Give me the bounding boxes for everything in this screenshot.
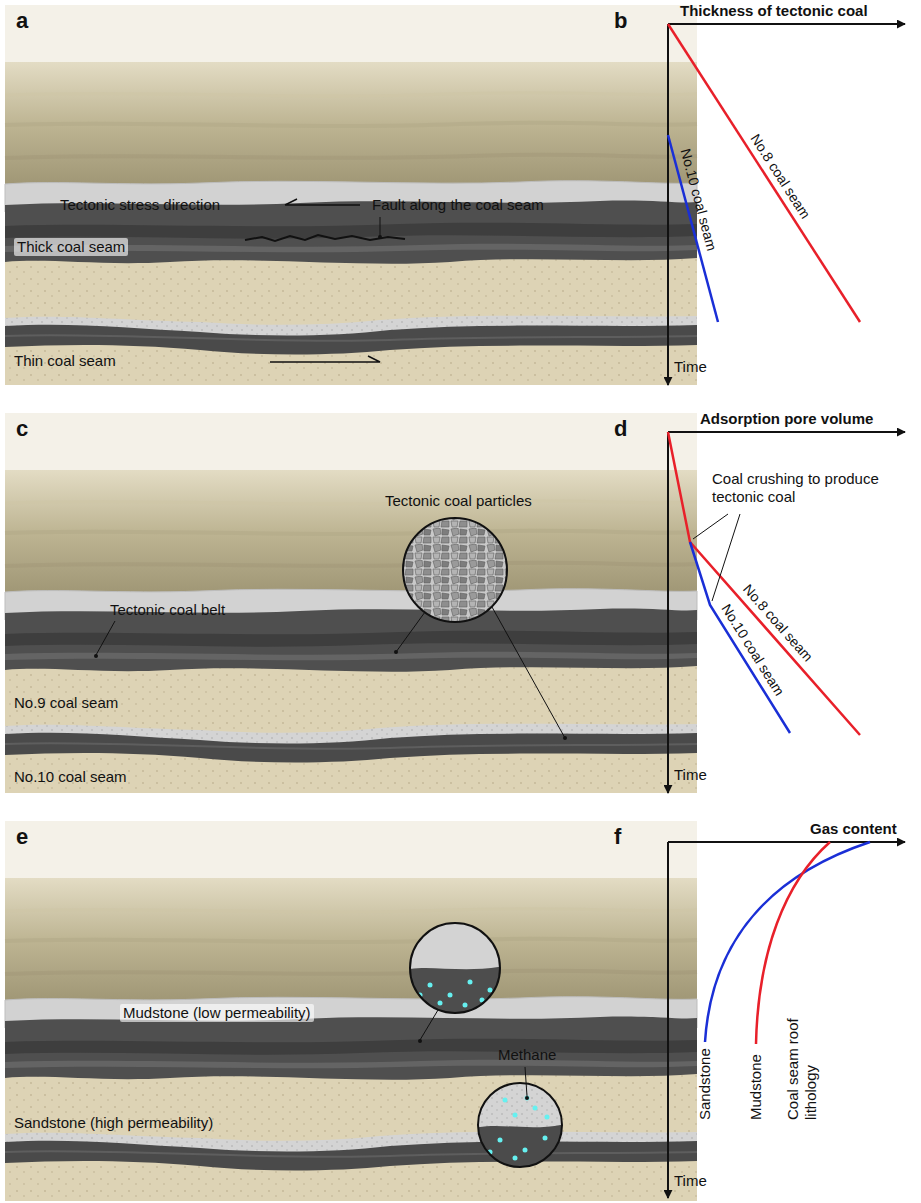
fault-line xyxy=(245,235,405,241)
callout-label: Fault along the coal seam xyxy=(372,196,544,214)
callout-label: Tectonic coal belt xyxy=(110,601,225,619)
axis-title: Thickness of tectonic coal xyxy=(680,2,868,20)
callout-label: Tectonic coal particles xyxy=(385,492,532,510)
strata-illustration xyxy=(5,5,697,385)
leader-line xyxy=(378,217,382,239)
panel-letter: c xyxy=(16,416,28,442)
layer-label: Mudstone (low permeability) xyxy=(120,1004,314,1022)
axis-title: Gas content xyxy=(810,820,897,838)
chart-axes xyxy=(668,24,905,1198)
panel-letter: d xyxy=(614,416,627,442)
sandstone-inset xyxy=(475,1067,565,1170)
panel-letter: e xyxy=(16,824,28,850)
strata-illustration xyxy=(5,413,697,793)
axis-title: Time xyxy=(674,1172,707,1190)
curve-label: Sandstone xyxy=(696,1048,714,1120)
curve-label: Mudstone xyxy=(747,1054,765,1120)
layer-label: Sandstone (high permeability) xyxy=(14,1114,213,1132)
curve-label: No.8 coal seam xyxy=(747,131,814,222)
axis-title: Time xyxy=(674,766,707,784)
panel-letter: f xyxy=(614,824,621,850)
panel-letter: b xyxy=(614,8,627,34)
stress-arrow xyxy=(270,199,380,362)
layer-label: Tectonic stress direction xyxy=(60,196,220,214)
callout-label: Methane xyxy=(498,1046,556,1064)
trend-curve xyxy=(668,24,870,1044)
curve-label: No.10 coal seam xyxy=(677,147,720,253)
axis-title: Time xyxy=(674,358,707,376)
layer-label: Thin coal seam xyxy=(14,352,116,370)
leader-line xyxy=(94,621,115,658)
curve-label: Coal seam roof lithology xyxy=(784,1010,820,1120)
layer-label: No.10 coal seam xyxy=(14,768,127,786)
layer-label: No.9 coal seam xyxy=(14,694,118,712)
particle-inset xyxy=(394,515,567,740)
panel-letter: a xyxy=(16,8,28,34)
strata-illustration xyxy=(5,821,697,1201)
axis-title: Adsorption pore volume xyxy=(700,410,873,428)
callout-label: Coal crushing to produce tectonic coal xyxy=(712,470,897,506)
mudstone-inset xyxy=(405,920,505,1043)
layer-label: Thick coal seam xyxy=(14,238,128,256)
leader-line xyxy=(693,514,740,601)
